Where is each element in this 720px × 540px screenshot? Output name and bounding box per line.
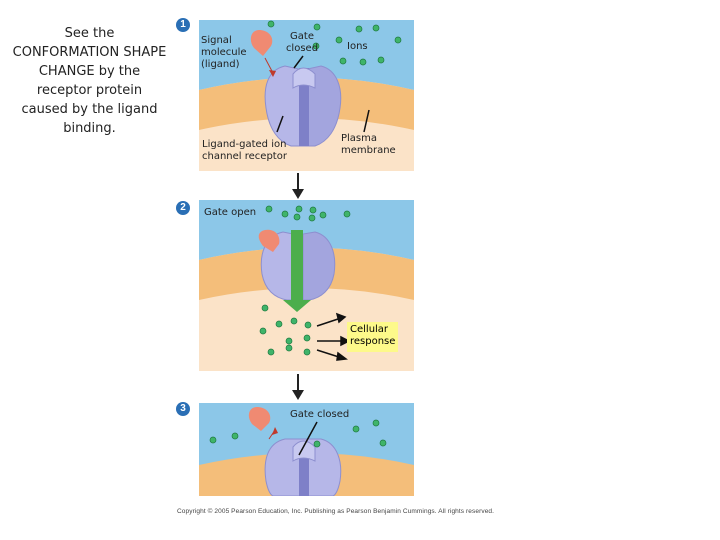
step-3-badge: 3	[176, 402, 190, 416]
panel-1-diagram	[199, 20, 414, 171]
label-ions: Ions	[347, 41, 368, 52]
ion-channel-closed	[264, 65, 342, 147]
step-2-badge: 2	[176, 201, 190, 215]
ligand-bound	[258, 229, 280, 252]
ligand	[250, 30, 273, 56]
ions-panel-3	[209, 419, 387, 448]
label-cellular-response: Cellular response	[347, 322, 398, 352]
ions-panel-1	[267, 20, 402, 66]
ion-flow-arrow	[291, 230, 303, 302]
ion-channel-closed-3	[264, 438, 342, 496]
step-arrow-2	[292, 374, 304, 400]
label-signal-molecule: Signal molecule (ligand)	[201, 35, 247, 70]
panel-3-diagram	[199, 403, 414, 496]
label-gate-closed-3: Gate closed	[290, 409, 350, 420]
label-gate-open: Gate open	[204, 207, 257, 218]
step-1-badge: 1	[176, 18, 190, 32]
copyright: Copyright © 2005 Pearson Education, Inc.…	[177, 508, 495, 515]
side-note: See the CONFORMATION SHAPE CHANGE by the…	[12, 26, 167, 136]
label-gate-closed: Gate closed	[285, 31, 319, 54]
step-arrow-1	[292, 173, 304, 199]
ions-panel-2	[259, 205, 351, 356]
ligand-released	[248, 407, 271, 431]
label-receptor: Ligand-gated ion channel receptor	[202, 139, 287, 162]
label-plasma-membrane: Plasma membrane	[341, 133, 396, 156]
